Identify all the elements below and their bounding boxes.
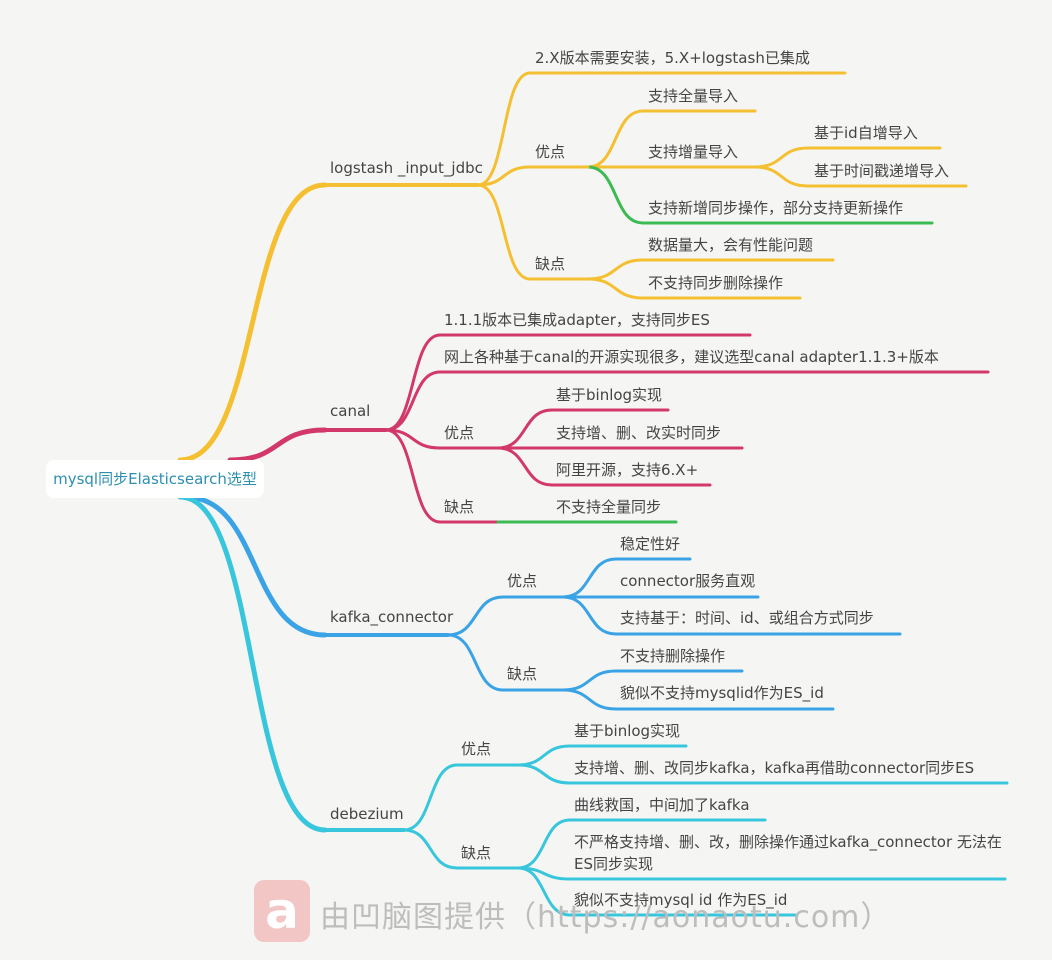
edge-debezium-cons <box>402 828 459 870</box>
kafka-pros[interactable]: 优点 <box>507 572 538 590</box>
logstash-full-import[interactable]: 支持全量导入 <box>648 87 739 105</box>
edge-logstash-cons <box>476 183 532 281</box>
edge-debezium-pros <box>402 763 459 832</box>
edge-root-kafka <box>182 494 328 638</box>
canal-binlog[interactable]: 基于binlog实现 <box>556 386 663 404</box>
edge-incr-ts <box>753 165 810 188</box>
aonaotu-logo-icon: a <box>254 880 310 942</box>
logstash-no-delete[interactable]: 不支持同步删除操作 <box>648 274 784 292</box>
edge-root-canal <box>227 427 328 463</box>
debezium-not-strict[interactable]: 不严格支持增、删、改，删除操作通过kafka_connector 无法在ES同步… <box>574 833 1002 873</box>
kafka-stable[interactable]: 稳定性好 <box>620 535 681 553</box>
branch-logstash[interactable]: logstash _input_jdbc <box>330 159 483 177</box>
kafka-modes[interactable]: 支持基于：时间、id、或组合方式同步 <box>620 609 874 627</box>
edge-logstash-note <box>476 71 532 187</box>
edge-pros-insert <box>586 165 645 225</box>
edge-cons-nodel <box>586 277 645 300</box>
edge-canal-cons <box>384 428 442 524</box>
edge-deb-viakafka <box>516 763 572 785</box>
canal-note-recommend[interactable]: 网上各种基于canal的开源实现很多，建议选型canal adapter1.1.… <box>444 348 939 366</box>
canal-realtime[interactable]: 支持增、删、改实时同步 <box>556 424 722 442</box>
edge-kafka-pros <box>446 595 505 637</box>
edge-canal-alibaba <box>496 446 554 487</box>
edge-canal-note1 <box>384 333 442 432</box>
debezium-binlog[interactable]: 基于binlog实现 <box>574 722 681 740</box>
logstash-pros[interactable]: 优点 <box>535 143 566 161</box>
canal-no-full[interactable]: 不支持全量同步 <box>556 498 662 516</box>
logstash-version-note[interactable]: 2.X版本需要安装，5.X+logstash已集成 <box>535 49 810 67</box>
edge-deb-binlog <box>516 744 572 767</box>
edge-root-logstash <box>177 182 328 463</box>
kafka-intuitive[interactable]: connector服务直观 <box>620 572 756 590</box>
debezium-no-id[interactable]: 貌似不支持mysql id 作为ES_id <box>574 891 788 909</box>
logstash-cons[interactable]: 缺点 <box>535 255 566 273</box>
logstash-incremental-import[interactable]: 支持增量导入 <box>648 143 739 161</box>
svg-text:a: a <box>265 882 299 940</box>
branch-kafka-connector[interactable]: kafka_connector <box>330 608 454 626</box>
debezium-workaround[interactable]: 曲线救国，中间加了kafka <box>574 796 750 814</box>
canal-cons[interactable]: 缺点 <box>444 498 475 516</box>
logstash-by-timestamp[interactable]: 基于时间戳递增导入 <box>814 162 950 180</box>
edge-kafka-noid <box>561 688 618 711</box>
edge-cons-perf <box>586 258 645 281</box>
branch-debezium[interactable]: debezium <box>330 805 404 823</box>
kafka-no-id[interactable]: 貌似不支持mysqlid作为ES_id <box>620 684 824 702</box>
edge-canal-binlog <box>496 408 554 450</box>
edge-incr-id <box>753 146 810 169</box>
edge-kafka-nodel <box>561 669 618 692</box>
edge-kafka-modes <box>561 595 618 636</box>
edge-kafka-cons <box>446 633 505 692</box>
debezium-via-kafka[interactable]: 支持增、删、改同步kafka，kafka再借助connector同步ES <box>574 759 975 777</box>
canal-pros[interactable]: 优点 <box>444 424 475 442</box>
kafka-cons[interactable]: 缺点 <box>507 665 538 683</box>
edge-root-debezium <box>177 494 328 833</box>
branch-canal[interactable]: canal <box>330 402 371 420</box>
canal-note-version[interactable]: 1.1.1版本已集成adapter，支持同步ES <box>444 311 710 329</box>
edge-kafka-stable <box>561 557 618 599</box>
logstash-performance[interactable]: 数据量大，会有性能问题 <box>648 236 814 254</box>
edge-pros-full <box>586 109 645 169</box>
edge-logstash-pros <box>476 165 532 187</box>
edge-deb-workaround <box>516 818 572 870</box>
root-node[interactable]: mysql同步Elasticsearch选型 <box>46 460 264 498</box>
logstash-insert-sync[interactable]: 支持新增同步操作，部分支持更新操作 <box>648 199 904 217</box>
canal-alibaba[interactable]: 阿里开源，支持6.X+ <box>556 461 699 479</box>
debezium-pros[interactable]: 优点 <box>461 740 492 758</box>
edge-canal-note2 <box>384 370 442 432</box>
logstash-by-id[interactable]: 基于id自增导入 <box>814 124 918 142</box>
edge-deb-noid <box>516 866 572 917</box>
debezium-cons[interactable]: 缺点 <box>461 844 492 862</box>
kafka-no-delete[interactable]: 不支持删除操作 <box>620 647 726 665</box>
watermark-text: 由凹脑图提供（https://aonaotu.com） <box>320 900 892 935</box>
